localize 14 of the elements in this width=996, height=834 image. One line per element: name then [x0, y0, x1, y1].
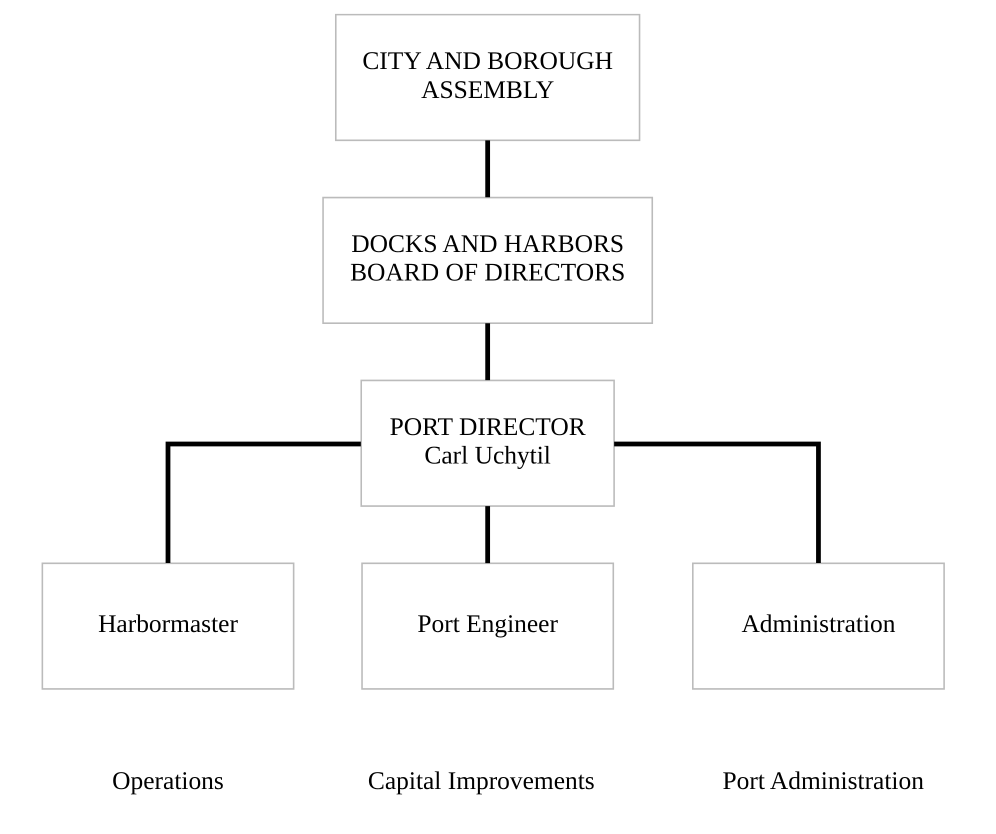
connector: [485, 323, 490, 380]
node-box: Port Engineer: [361, 562, 614, 690]
connector: [485, 506, 490, 564]
node-box: Harbormaster: [42, 562, 294, 690]
connector: [166, 442, 361, 563]
node-box: CITY AND BOROUGH ASSEMBLY: [335, 14, 640, 142]
connector: [614, 442, 821, 563]
connector: [485, 140, 490, 198]
node-label: Port Administration: [722, 766, 924, 795]
node-label: Operations: [112, 766, 224, 795]
node-box: Administration: [692, 562, 945, 690]
node-box: PORT DIRECTOR Carl Uchytil: [360, 380, 615, 507]
node-box: DOCKS AND HARBORS BOARD OF DIRECTORS: [322, 196, 654, 324]
node-label: Capital Improvements: [368, 766, 595, 795]
